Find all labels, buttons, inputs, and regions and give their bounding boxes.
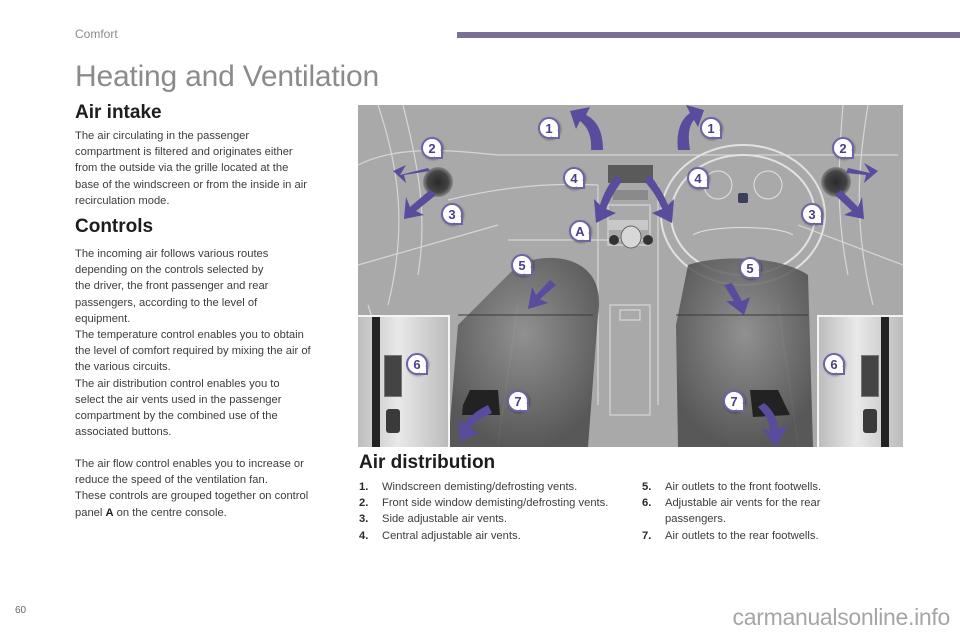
callout-badge-7: 7	[723, 390, 745, 412]
arrow-3-right	[835, 190, 864, 219]
item-text: Air outlets to the rear footwells.	[665, 529, 819, 542]
callout-badge-3: 3	[801, 203, 823, 225]
distribution-list-left: 1. Windscreen demisting/defrosting vents.…	[359, 479, 609, 544]
dashboard-drawing	[358, 105, 903, 447]
callout-badge-1: 1	[538, 117, 560, 139]
arrow-7-right	[758, 403, 788, 447]
section-accent-bar	[457, 32, 960, 38]
item-number: 3.	[359, 513, 369, 526]
arrow-2-left	[393, 165, 430, 183]
callout-badge-5: 5	[739, 257, 761, 279]
page-number: 60	[15, 605, 27, 616]
arrow-1-right	[677, 105, 704, 150]
list-item: 2. Front side window demisting/defrosting…	[359, 495, 609, 511]
arrow-4-right	[644, 175, 674, 223]
panel-a-reference: A	[105, 506, 114, 519]
item-number: 5.	[642, 481, 652, 493]
air-distribution-heading: Air distribution	[359, 452, 496, 473]
callout-badge-6: 6	[406, 353, 428, 375]
callout-badge-5: 5	[511, 254, 533, 276]
callout-badge-3: 3	[441, 203, 463, 225]
callout-badge-2: 2	[421, 137, 443, 159]
callout-badge-4: 4	[563, 167, 585, 189]
air-flow-text-part1: The air flow control enables you to incr…	[75, 458, 309, 519]
item-number: 6.	[642, 497, 652, 510]
air-flow-text: The air flow control enables you to incr…	[75, 456, 345, 521]
controls-text: The incoming air follows various routes …	[75, 248, 311, 439]
section-label: Comfort	[75, 27, 118, 41]
item-text: Windscreen demisting/defrosting vents.	[382, 481, 578, 493]
item-text: Air outlets to the front footwells.	[665, 481, 822, 493]
callout-badge-1: 1	[700, 117, 722, 139]
callout-badge-6: 6	[823, 353, 845, 375]
rear-vent-inset-left	[358, 315, 450, 447]
air-intake-heading: Air intake	[75, 102, 162, 123]
list-item: 6. Adjustable air vents for the rear pass…	[642, 495, 882, 527]
rear-vent-inset-right	[817, 315, 903, 447]
item-text: Side adjustable air vents.	[382, 513, 508, 526]
door-pillar	[372, 317, 380, 447]
air-intake-text: The air circulating in the passenger com…	[75, 130, 307, 207]
door-pillar	[881, 317, 889, 447]
item-text: Adjustable air vents for the rear passen…	[665, 497, 821, 526]
distribution-list-right: 5. Air outlets to the front footwells. 6.…	[642, 479, 882, 544]
list-item: 4. Central adjustable air vents.	[359, 528, 609, 544]
page-title: Heating and Ventilation	[75, 60, 379, 93]
item-number: 7.	[642, 529, 652, 542]
item-number: 2.	[359, 497, 369, 510]
item-number: 4.	[359, 529, 369, 542]
callout-badge-2: 2	[832, 137, 854, 159]
list-item: 5. Air outlets to the front footwells.	[642, 479, 882, 495]
list-item: 1. Windscreen demisting/defrosting vents.	[359, 479, 609, 495]
item-text: Front side window demisting/defrosting v…	[382, 497, 609, 510]
arrow-1-left	[570, 107, 603, 150]
item-text: Central adjustable air vents.	[382, 529, 521, 542]
arrow-2-right	[846, 163, 878, 183]
watermark: carmanualsonline.info	[732, 604, 951, 630]
controls-heading: Controls	[75, 216, 154, 237]
arrow-5-left	[528, 280, 556, 309]
arrow-5-right	[724, 283, 750, 315]
rear-control	[863, 409, 877, 433]
rear-vent-grille	[384, 355, 402, 397]
arrow-4-left	[594, 175, 622, 223]
callout-badge-7: 7	[507, 390, 529, 412]
rear-control	[386, 409, 400, 433]
list-item: 7. Air outlets to the rear footwells.	[642, 528, 882, 544]
brand-logo	[738, 193, 748, 203]
arrow-7-left	[458, 405, 492, 441]
air-flow-text-part2: on the centre console.	[113, 506, 227, 519]
arrow-3-left	[404, 190, 436, 219]
callout-badge-4: 4	[687, 167, 709, 189]
item-number: 1.	[359, 481, 369, 493]
callout-badge-a: A	[569, 220, 591, 242]
rear-vent-grille	[861, 355, 879, 397]
list-item: 3. Side adjustable air vents.	[359, 511, 609, 527]
